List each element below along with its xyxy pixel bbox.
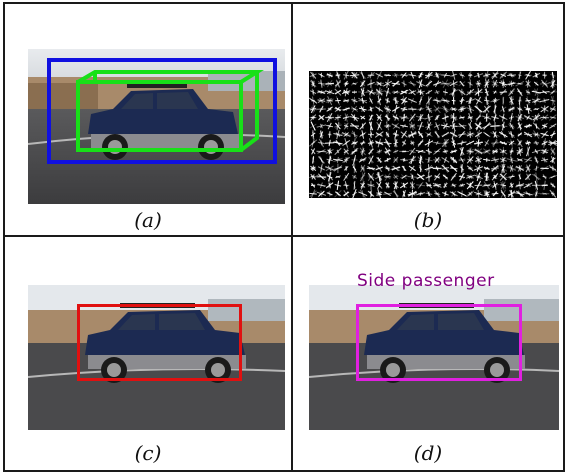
box-2d-bounding [47, 58, 277, 164]
panel-b: (b) [293, 4, 563, 235]
panel-a: (a) [5, 4, 291, 235]
car-photo-icon [28, 285, 285, 430]
frame-horizontal-divider [3, 235, 565, 237]
class-label: Side passenger [357, 271, 495, 291]
box-3d-bounding [76, 70, 264, 152]
frame-top [3, 2, 565, 4]
panel-c: (c) [5, 237, 291, 470]
caption-c: (c) [134, 441, 162, 465]
panel-d: Side passenger (d) [293, 237, 563, 470]
hog-feature-map-icon [309, 71, 557, 198]
frame-left [3, 2, 5, 472]
frame-right [563, 2, 565, 472]
caption-d: (d) [413, 441, 443, 465]
frame-bottom [3, 470, 565, 472]
frame-vertical-divider [291, 2, 293, 472]
car-photo-icon [28, 49, 285, 204]
box-vehicle [77, 304, 242, 381]
car-photo-icon [309, 285, 559, 430]
caption-a: (a) [134, 208, 162, 232]
box-viewpoint [356, 304, 522, 381]
caption-b: (b) [413, 208, 443, 232]
